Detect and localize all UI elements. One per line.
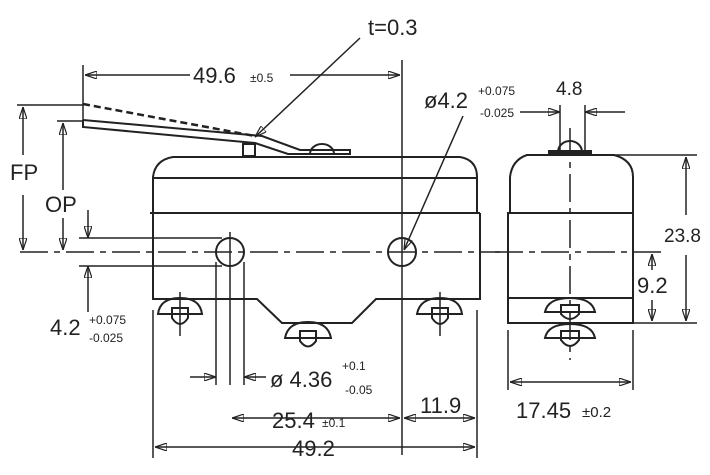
hole-dia-value: ø4.2 [424,88,468,113]
hole-offset-tol-plus: +0.075 [89,313,126,327]
terminal [283,320,333,348]
lever-pin [242,143,256,157]
terminal [415,292,464,336]
body-width-tol: ±0.2 [582,404,611,421]
front-cover [152,156,478,214]
hole-offset-tol-minus: -0.025 [89,331,123,345]
front-view: 49.6 ±0.5 t=0.3 ø4.2 +0.075 -0.025 FP OP… [10,15,515,461]
lever-pressed-dashed [82,102,256,138]
body-length-value: 49.2 [292,436,335,461]
side-view: 4.8 23.8 9.2 17.45 ±0.2 [495,79,701,423]
front-body [152,213,481,324]
button-width-value: 4.8 [556,79,582,100]
lever-length-value: 49.6 [193,63,236,88]
hole-spacing-value: 25.4 [272,408,315,433]
pin-dia-tol-minus: -0.05 [345,383,373,397]
terminal [543,296,597,347]
actuator-button [309,143,335,155]
terminal [156,292,204,336]
op-label: OP [45,192,77,217]
pin-dia-value: ø 4.36 [270,367,332,392]
lever-length-tol: ±0.5 [250,71,274,85]
height-value: 23.8 [664,226,701,247]
lever [82,119,351,155]
pin-dia-tol-plus: +0.1 [342,359,366,373]
hole-dia-tol-plus: +0.075 [478,84,515,98]
edge-offset-value: 11.9 [420,393,461,418]
fp-label: FP [10,160,38,185]
hole-height-value: 9.2 [637,273,668,298]
thickness-label: t=0.3 [368,15,418,40]
hole-spacing-tol: ±0.1 [322,416,346,430]
hole-offset-value: 4.2 [50,315,81,340]
body-width-value: 17.45 [516,398,571,423]
hole-dia-tol-minus: -0.025 [480,106,514,120]
